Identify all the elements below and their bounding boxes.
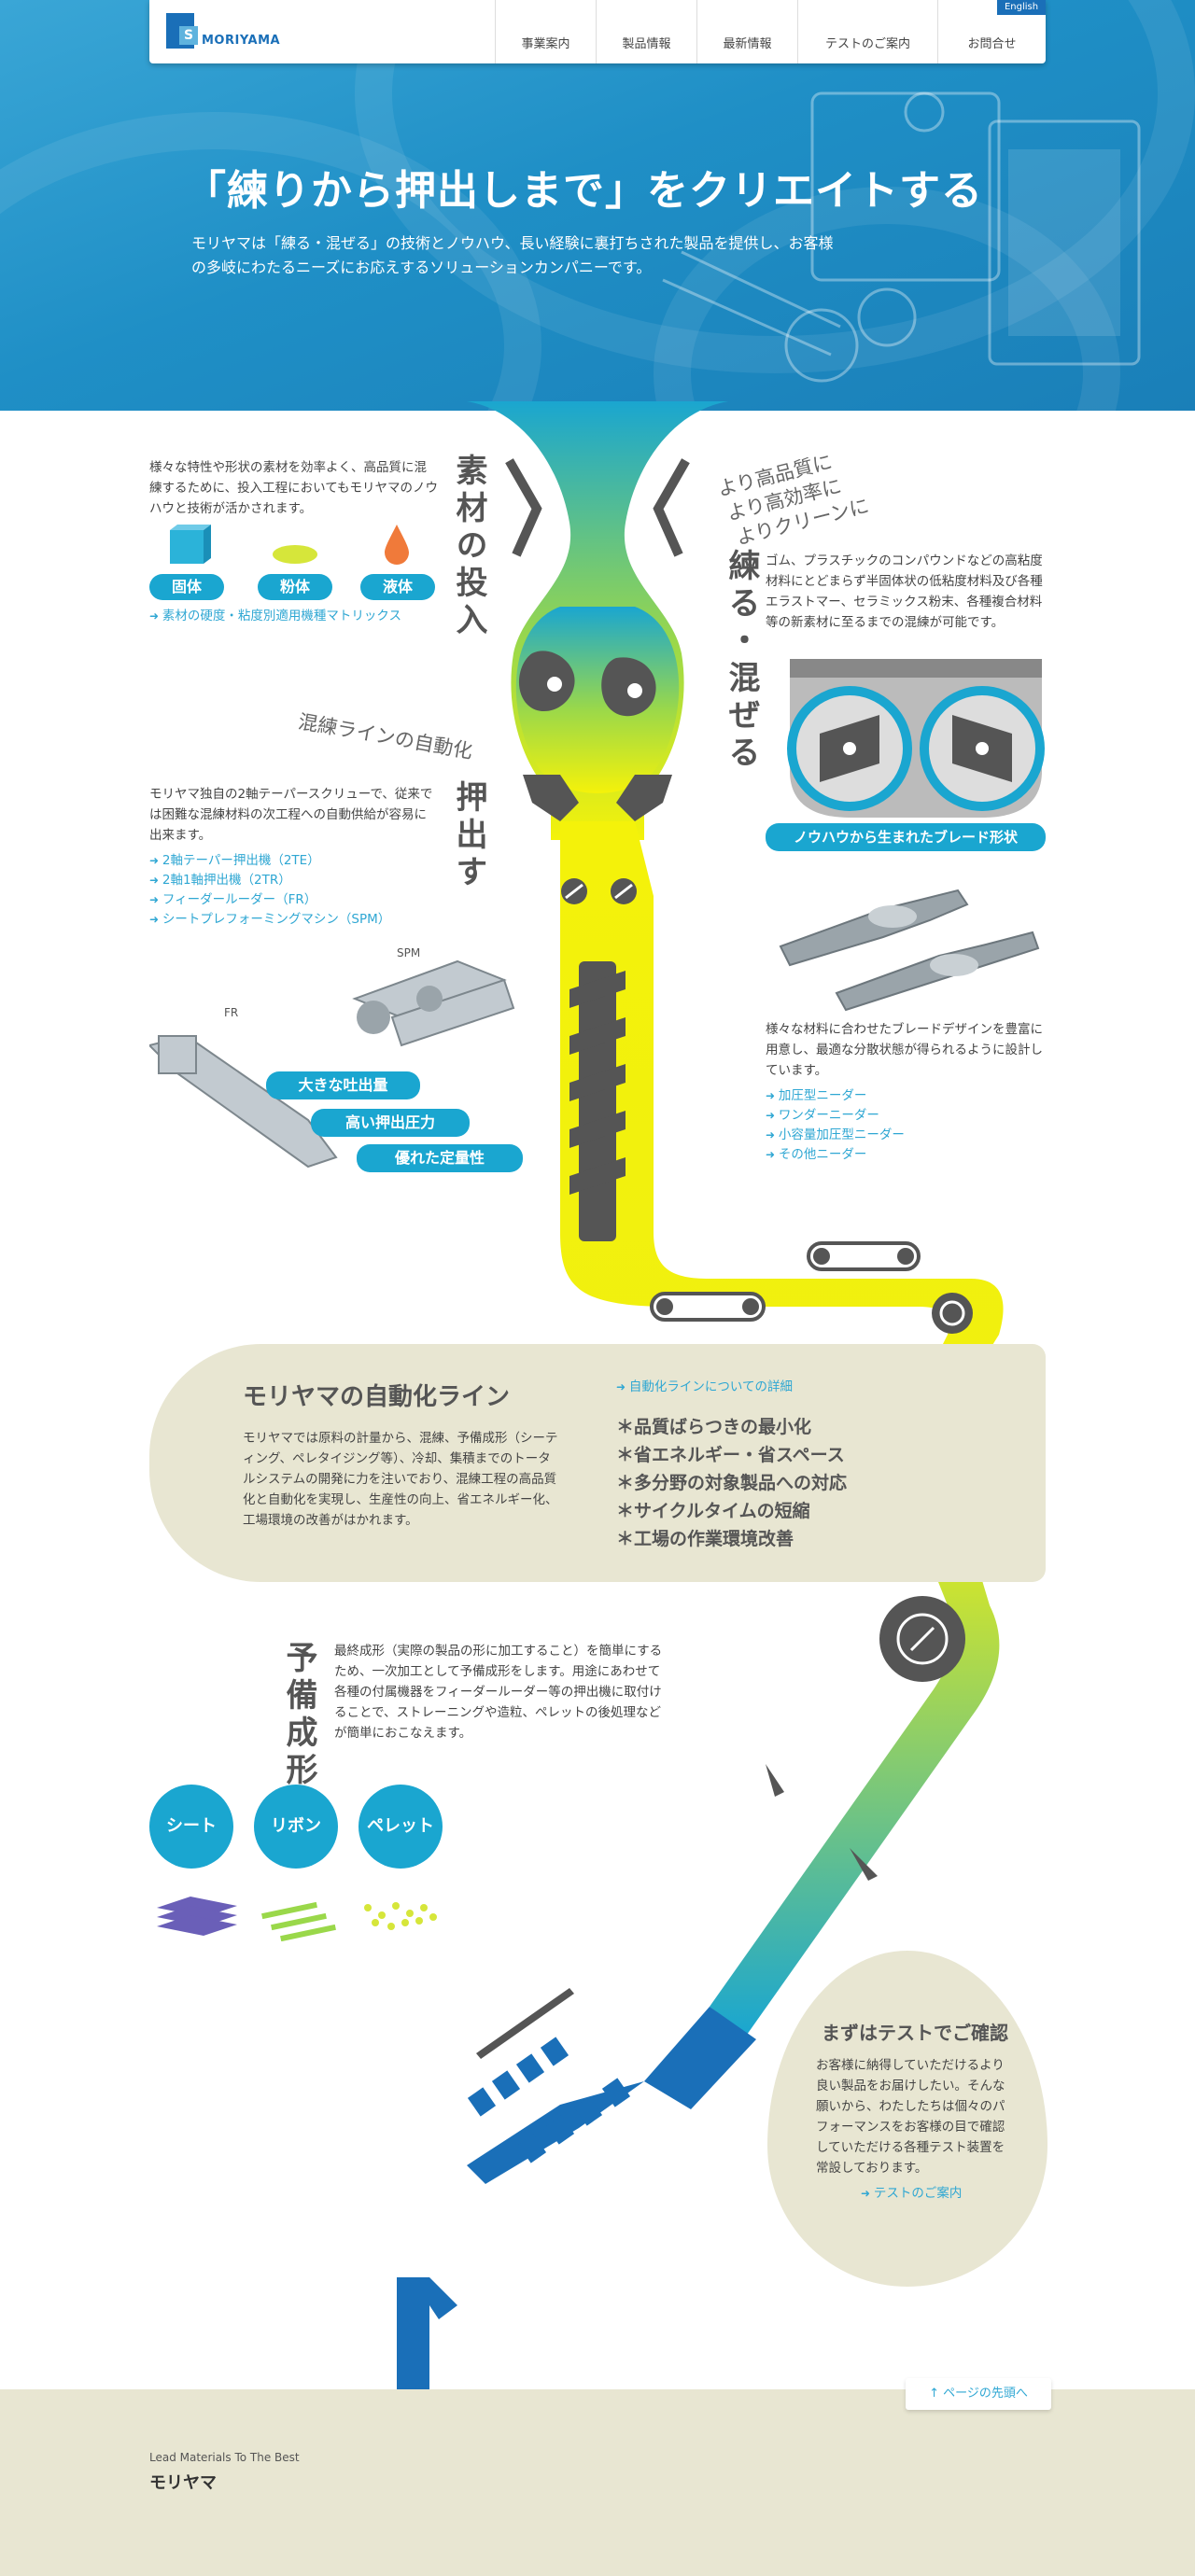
- powder-icon: [273, 545, 317, 564]
- automation-description: モリヤマでは原料の計量から、混練、予備成形（シーティング、ペレタイジング等）、冷…: [243, 1431, 558, 1528]
- blade-shape-badge: ノウハウから生まれたブレード形状: [766, 823, 1046, 851]
- machine-illustration: [662, 91, 1141, 383]
- material-powder-label: 粉体: [258, 574, 332, 600]
- test-guide-panel: まずはテストでご確認 お客様に納得していただけるより良い製品をお届けしたい。そん…: [767, 1951, 1047, 2287]
- automation-panel: モリヤマの自動化ライン モリヤマでは原料の計量から、混練、予備成形（シーティング…: [149, 1344, 1046, 1582]
- arrow-up-icon: ↑: [929, 2387, 944, 2401]
- logo-text[interactable]: MORIYAMA: [202, 34, 281, 48]
- site-header: S MORIYAMA 事業案内 製品情報 最新情報 テストのご案内 お問合せ: [149, 0, 1046, 63]
- nav-business[interactable]: 事業案内: [495, 0, 596, 63]
- extruder-link-fr[interactable]: フィーダールーダー（FR）: [149, 890, 316, 910]
- test-title: まずはテストでご確認: [822, 2022, 1008, 2044]
- preform-description: 最終成形（実際の製品の形に加工すること）を簡単にするため、一次加工として予備成形…: [334, 1644, 663, 1741]
- automation-title: モリヤマの自動化ライン: [243, 1383, 511, 1411]
- automation-detail-link[interactable]: 自動化ラインについての詳細: [616, 1378, 793, 1397]
- extruder-link-spm[interactable]: シートプレフォーミングマシン（SPM）: [149, 910, 390, 930]
- test-description: お客様に納得していただけるより良い製品をお届けしたい。そんな願いから、わたしたち…: [816, 2058, 1005, 2176]
- blade-mixer-diagram: [787, 659, 1045, 818]
- feature-item: ＊品質ばらつきの最小化: [616, 1417, 812, 1437]
- hero-banner: 「練りから押出しまで」をクリエイトする モリヤマは「練る・混ぜる」の技術とノウハ…: [0, 0, 1195, 411]
- extruder-link-2tr[interactable]: 2軸1軸押出機（2TR）: [149, 871, 291, 890]
- feature-item: ＊省エネルギー・省スペース: [616, 1445, 845, 1465]
- mix-section-title: 練る・混ぜる: [723, 549, 760, 773]
- cube-icon: [170, 525, 211, 564]
- input-section-title: 素材の投入: [450, 454, 487, 640]
- feature-item: ＊サイクルタイムの短縮: [616, 1501, 810, 1521]
- site-footer: ↑ ページの先頭へ Lead Materials To The Best モリヤ…: [0, 2378, 1195, 2576]
- fr-machine-label: FR: [224, 1006, 239, 1019]
- ribbon-button[interactable]: リボン: [254, 1785, 338, 1869]
- preform-section-title: 予備成形: [280, 1641, 317, 1790]
- preform-products-illustration: [157, 1897, 437, 1941]
- extrude-section-description: モリヤマ独自の2軸テーパースクリューで、従来では困難な混練材料の次工程への自動供…: [149, 787, 433, 843]
- footer-company: モリヤマ: [149, 2473, 217, 2493]
- kneader-link-other[interactable]: その他ニーダー: [766, 1145, 867, 1165]
- blade-description: 様々な材料に合わせたブレードデザインを豊富に用意し、最適な分散状態が得られるよう…: [766, 1022, 1043, 1078]
- badge-quantitative: 優れた定量性: [357, 1144, 523, 1172]
- pellet-button[interactable]: ペレット: [358, 1785, 443, 1869]
- kneader-link-wonder[interactable]: ワンダーニーダー: [766, 1106, 879, 1126]
- feature-item: ＊工場の作業環境改善: [616, 1529, 794, 1549]
- material-matrix-link[interactable]: 素材の硬度・粘度別適用機種マトリックス: [149, 607, 401, 626]
- nav-products[interactable]: 製品情報: [596, 0, 696, 63]
- back-to-top-button[interactable]: ↑ ページの先頭へ: [906, 2378, 1051, 2410]
- back-to-top-label: ページの先頭へ: [943, 2387, 1028, 2401]
- test-guide-link[interactable]: テストのご案内: [861, 2184, 963, 2204]
- nav-news[interactable]: 最新情報: [696, 0, 797, 63]
- blade-rotor-illustration: [779, 889, 1040, 1012]
- nav-contact[interactable]: お問合せ: [937, 0, 1046, 63]
- english-link[interactable]: English: [997, 0, 1046, 15]
- kneader-link-pressure[interactable]: 加圧型ニーダー: [766, 1086, 867, 1106]
- automation-feature-list: ＊品質ばらつきの最小化 ＊省エネルギー・省スペース ＊多分野の対象製品への対応 …: [616, 1413, 847, 1553]
- drop-icon: [385, 525, 409, 565]
- extruder-machines-illustration: [149, 959, 515, 1169]
- kneader-link-small[interactable]: 小容量加圧型ニーダー: [766, 1126, 905, 1145]
- input-section-description: 様々な特性や形状の素材を効率よく、高品質に混練するために、投入工程においてもモリ…: [149, 460, 439, 516]
- badge-large-output: 大きな吐出量: [266, 1071, 420, 1099]
- process-pipe-graphic: [397, 401, 1004, 2389]
- footer-tagline: Lead Materials To The Best: [149, 2451, 300, 2464]
- feature-item: ＊多分野の対象製品への対応: [616, 1473, 848, 1493]
- material-solid-label: 固体: [149, 574, 224, 600]
- badge-high-pressure: 高い押出圧力: [311, 1109, 470, 1137]
- logo-mark-icon[interactable]: S: [166, 13, 198, 49]
- extrude-section-title: 押出す: [450, 780, 487, 892]
- material-liquid-label: 液体: [360, 574, 435, 600]
- sheet-button[interactable]: シート: [149, 1785, 233, 1869]
- hero-description: モリヤマは「練る・混ぜる」の技術とノウハウ、長い経験に裏打ちされた製品を提供し、…: [191, 234, 834, 276]
- extruder-link-2te[interactable]: 2軸テーパー押出機（2TE）: [149, 851, 320, 871]
- spm-machine-label: SPM: [397, 946, 421, 959]
- hero-title: 「練りから押出しまで」をクリエイトする: [185, 167, 983, 215]
- mix-section-description: ゴム、プラスチックのコンパウンドなどの高粘度材料にとどまらず半固体状の低粘度材料…: [766, 553, 1043, 630]
- nav-test-guide[interactable]: テストのご案内: [797, 0, 937, 63]
